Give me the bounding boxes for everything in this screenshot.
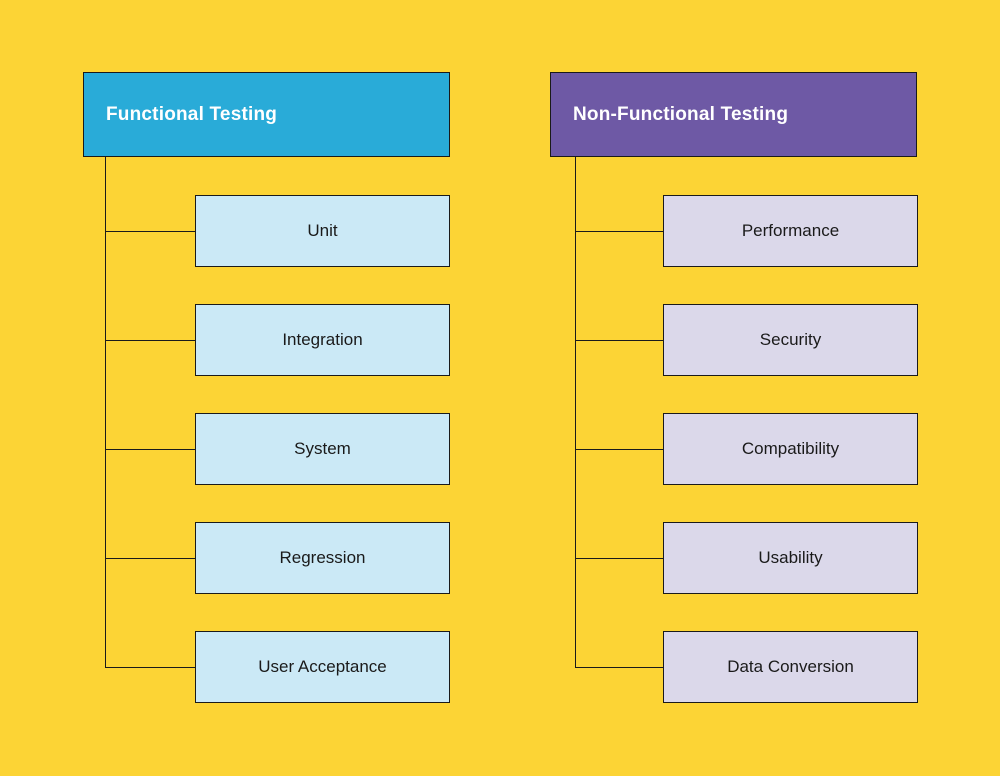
node-functional-testing[interactable]: Functional Testing bbox=[83, 72, 450, 157]
node-system[interactable]: System bbox=[195, 413, 450, 485]
connector-line bbox=[105, 667, 195, 668]
connector-trunk bbox=[575, 157, 576, 667]
connector-line bbox=[575, 558, 663, 559]
node-label: Compatibility bbox=[741, 439, 840, 458]
node-label: Regression bbox=[279, 548, 366, 567]
node-label: System bbox=[294, 439, 351, 458]
connector-line bbox=[575, 667, 663, 668]
node-user-acceptance[interactable]: User Acceptance bbox=[195, 631, 450, 703]
node-data-conversion[interactable]: Data Conversion bbox=[663, 631, 918, 703]
node-performance[interactable]: Performance bbox=[663, 195, 918, 267]
node-regression[interactable]: Regression bbox=[195, 522, 450, 594]
connector-line bbox=[105, 231, 195, 232]
connector-line bbox=[575, 340, 663, 341]
node-label: Usability bbox=[758, 548, 823, 567]
node-integration[interactable]: Integration bbox=[195, 304, 450, 376]
node-compatibility[interactable]: Compatibility bbox=[663, 413, 918, 485]
node-label: Integration bbox=[282, 330, 363, 349]
connector-trunk bbox=[105, 157, 106, 667]
node-label: Performance bbox=[741, 221, 840, 240]
connector-line bbox=[575, 449, 663, 450]
node-unit[interactable]: Unit bbox=[195, 195, 450, 267]
connector-line bbox=[105, 449, 195, 450]
node-label: User Acceptance bbox=[258, 657, 387, 676]
node-label: Functional Testing bbox=[106, 103, 278, 125]
node-label: Security bbox=[759, 330, 822, 349]
node-label: Unit bbox=[307, 221, 338, 240]
node-label: Data Conversion bbox=[727, 657, 854, 676]
node-security[interactable]: Security bbox=[663, 304, 918, 376]
connector-line bbox=[105, 340, 195, 341]
connector-line bbox=[105, 558, 195, 559]
connector-line bbox=[575, 231, 663, 232]
node-label: Non-Functional Testing bbox=[573, 103, 789, 125]
node-usability[interactable]: Usability bbox=[663, 522, 918, 594]
node-non-functional-testing[interactable]: Non-Functional Testing bbox=[550, 72, 917, 157]
